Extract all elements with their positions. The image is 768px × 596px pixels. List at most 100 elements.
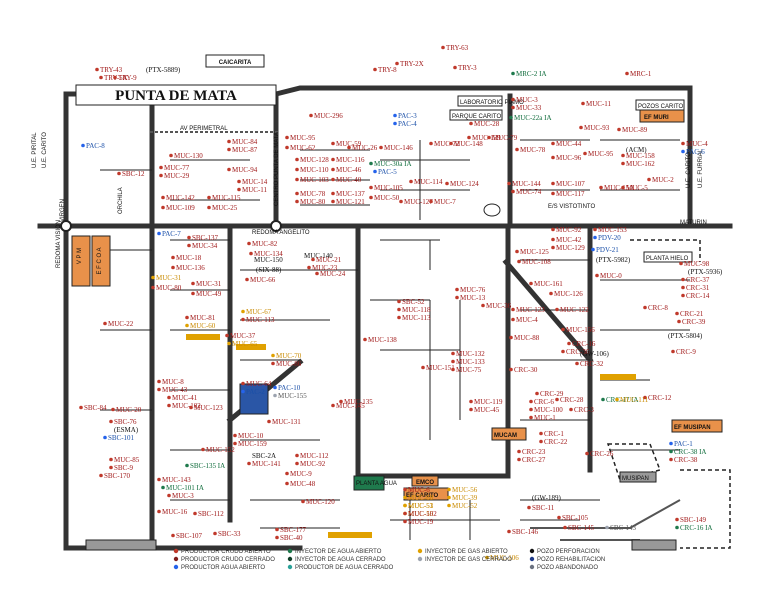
well-marker[interactable]: MUC-22a IA	[509, 114, 552, 122]
well-marker[interactable]: SBC-40	[275, 534, 303, 542]
well-marker[interactable]: MUC-108	[517, 258, 551, 266]
well-marker[interactable]: MUC-116	[331, 156, 365, 164]
well-marker[interactable]: SBC-107	[171, 532, 203, 540]
well-marker[interactable]: MUC-25	[207, 204, 238, 212]
well-marker[interactable]: MUC-7	[429, 198, 456, 206]
well-marker[interactable]: MUC-125	[515, 248, 549, 256]
well-marker[interactable]: MUC-70	[271, 352, 302, 360]
well-marker[interactable]: MUC-121	[331, 198, 365, 206]
well-marker[interactable]: CRC-28	[555, 396, 584, 404]
well-marker[interactable]: MUC-148	[449, 140, 483, 148]
well-marker[interactable]: MUC-118	[397, 306, 431, 314]
well-marker[interactable]: SBC-12	[117, 170, 145, 178]
well-marker[interactable]: CRC-30	[509, 366, 538, 374]
well-marker[interactable]: MUC-136	[171, 264, 205, 272]
well-marker[interactable]: PAC-5	[373, 168, 397, 176]
well-marker[interactable]: SBC-33	[213, 530, 241, 538]
well-marker[interactable]: MUC-56	[447, 486, 478, 494]
well-marker[interactable]: MUC-53	[403, 502, 434, 510]
well-marker[interactable]: MUC-67	[241, 308, 272, 316]
well-marker[interactable]: (PTX-5804)	[668, 332, 703, 340]
well-marker[interactable]: PAC-7	[157, 230, 181, 238]
well-marker[interactable]: MUC-3	[511, 96, 538, 104]
well-marker[interactable]: MUC-44	[551, 140, 582, 148]
well-marker[interactable]: PAC-2	[241, 388, 265, 396]
well-marker[interactable]: CRC-12	[643, 394, 672, 402]
well-marker[interactable]: MUC-123	[189, 404, 223, 412]
well-marker[interactable]: MUC-85	[109, 456, 140, 464]
well-marker[interactable]: MUC-33	[511, 104, 542, 112]
well-marker[interactable]: MUC-65	[227, 340, 258, 348]
well-marker[interactable]: MUC-23	[307, 264, 338, 272]
well-marker[interactable]: CRC-21	[675, 310, 704, 318]
well-marker[interactable]: SBC-112	[193, 510, 224, 518]
well-marker[interactable]: CRC-36	[561, 348, 590, 356]
well-marker[interactable]: PDV-20	[593, 234, 621, 242]
well-marker[interactable]: (PTX-5982)	[596, 256, 631, 264]
well-marker[interactable]: MUC-162	[621, 160, 655, 168]
well-marker[interactable]: SBC-146	[507, 528, 539, 536]
well-marker[interactable]: MUC-77	[159, 164, 190, 172]
well-marker[interactable]: MUC-119	[469, 398, 503, 406]
well-marker[interactable]: SBC-170	[99, 472, 131, 480]
well-marker[interactable]: CRC-6	[529, 398, 554, 406]
well-marker[interactable]: MUC-127	[399, 198, 433, 206]
well-marker[interactable]: CRC-17 IA	[601, 396, 638, 404]
well-marker[interactable]: MUC-29	[159, 172, 190, 180]
well-marker[interactable]: MUC-110	[295, 166, 329, 174]
well-marker[interactable]: MUC-151	[421, 364, 455, 372]
well-marker[interactable]: MUC-13	[455, 294, 486, 302]
well-marker[interactable]: MUC-43	[157, 386, 188, 394]
well-marker[interactable]: PAC-4	[393, 120, 417, 128]
well-marker[interactable]: SBC-145	[563, 524, 595, 532]
well-marker[interactable]: MUC-101 IA	[161, 484, 204, 492]
well-marker[interactable]: SBC-76	[109, 418, 137, 426]
well-marker[interactable]: MUC-52	[447, 502, 478, 510]
well-marker[interactable]: MUC-122	[555, 306, 589, 314]
well-marker[interactable]: PAC-6	[681, 148, 705, 156]
well-marker[interactable]: MUC-146	[379, 144, 413, 152]
well-marker[interactable]: MUC-159	[233, 440, 267, 448]
well-marker[interactable]: (GW-106)	[580, 350, 609, 358]
well-marker[interactable]: SBC-52	[397, 298, 425, 306]
well-marker[interactable]: MUC-112	[295, 452, 329, 460]
well-marker[interactable]: MUC-80	[151, 284, 182, 292]
well-marker[interactable]: MUC-68	[403, 494, 434, 502]
well-marker[interactable]: MUC-40	[331, 176, 362, 184]
well-marker[interactable]: MUC-31	[151, 274, 182, 282]
well-marker[interactable]: MUC-142	[161, 194, 195, 202]
well-marker[interactable]: MUC-143	[157, 476, 191, 484]
well-marker[interactable]: MUC-64	[241, 380, 272, 388]
well-marker[interactable]: MUC-50	[369, 194, 400, 202]
well-marker[interactable]: CRC-8	[643, 304, 668, 312]
well-marker[interactable]: MUC-158	[621, 152, 655, 160]
well-marker[interactable]: MUC-145	[331, 402, 365, 410]
well-marker[interactable]: (PTX-5889)	[146, 66, 181, 74]
well-marker[interactable]: MUC-24	[315, 270, 346, 278]
well-marker[interactable]: MUC-106	[485, 554, 519, 562]
well-marker[interactable]: MUC-113	[241, 316, 275, 324]
well-marker[interactable]: CRC-1	[539, 430, 564, 438]
well-marker[interactable]: MUC-96	[551, 154, 582, 162]
well-marker[interactable]: MUC-161	[529, 280, 563, 288]
well-marker[interactable]: MUC-153	[593, 226, 627, 234]
well-marker[interactable]: MUC-133	[451, 358, 485, 366]
well-marker[interactable]: MUC-1	[529, 414, 556, 422]
well-marker[interactable]: CRC-16 IA	[675, 524, 712, 532]
well-marker[interactable]: MUC-18	[171, 254, 202, 262]
well-marker[interactable]: CRC-23	[517, 448, 546, 456]
well-marker[interactable]: MUC-39	[447, 494, 478, 502]
well-marker[interactable]: MUC-0	[595, 272, 622, 280]
well-marker[interactable]: MUC-78	[515, 146, 546, 154]
well-marker[interactable]: CRC-32	[575, 360, 604, 368]
well-marker[interactable]: MUC-19	[403, 518, 434, 526]
well-marker[interactable]: MUC-74	[511, 188, 542, 196]
well-marker[interactable]: TRY-43	[95, 66, 123, 74]
well-marker[interactable]: (ESMA)	[114, 426, 139, 434]
well-marker[interactable]: CRC-29	[535, 390, 564, 398]
well-marker[interactable]: MUC-94	[227, 166, 258, 174]
well-marker[interactable]: MUC-109	[161, 204, 195, 212]
well-marker[interactable]: MUC-46	[331, 166, 362, 174]
well-marker[interactable]: MUC-88	[509, 334, 540, 342]
well-marker[interactable]: MUC-5	[621, 184, 648, 192]
